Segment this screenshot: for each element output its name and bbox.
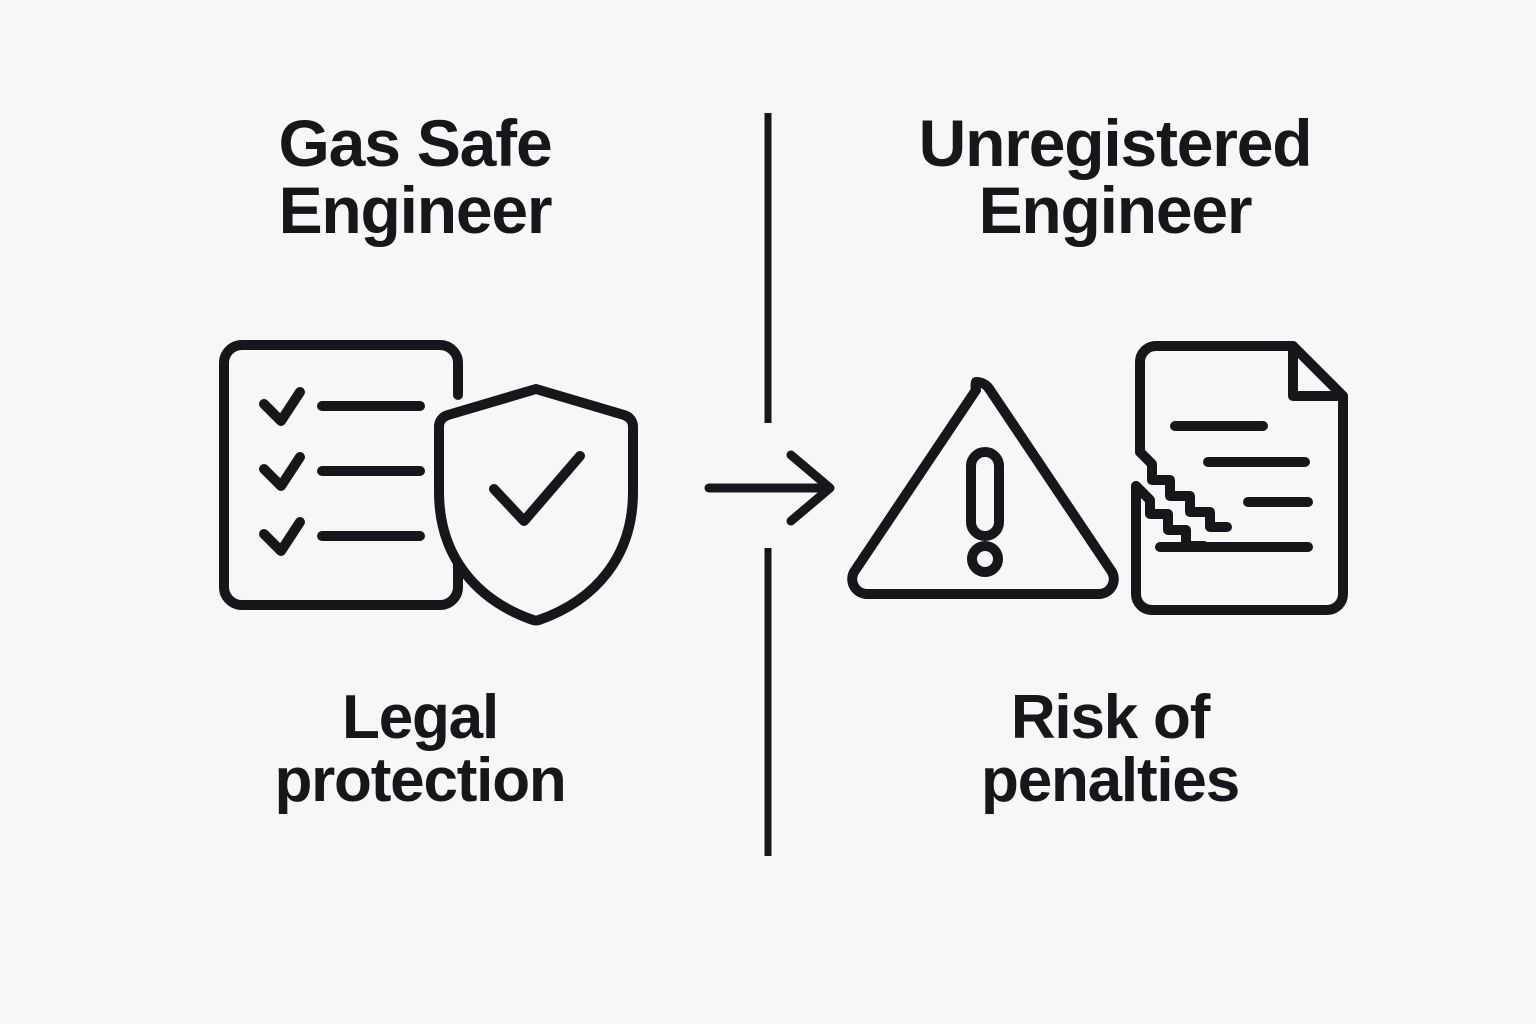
warning-triangle-icon [847, 377, 1119, 599]
checklist-icon [219, 340, 463, 610]
warning-triangle-outline [847, 377, 1119, 599]
left-panel-caption: Legal protection [274, 683, 566, 816]
document-fold-corner [1288, 341, 1348, 401]
right-panel-title: Unregistered Engineer [918, 106, 1313, 248]
right-panel-caption: Risk of penalties [981, 683, 1240, 816]
checklist-check-3 [259, 517, 305, 556]
arrow-head [786, 450, 835, 526]
shield-checkmark [489, 451, 585, 526]
torn-document-icon [1131, 341, 1348, 615]
warning-exclamation-dot [967, 541, 1003, 577]
checklist-check-1 [259, 387, 305, 426]
document-page-outline [1131, 341, 1348, 615]
shield-check-icon [434, 384, 638, 626]
warning-exclamation-bar [966, 447, 1004, 541]
left-panel-title: Gas Safe Engineer [278, 106, 553, 248]
checklist-check-2 [259, 452, 305, 491]
checklist-outline-main [219, 340, 463, 610]
document-tear-upper [1135, 447, 1232, 532]
arrow-right-icon [704, 450, 835, 526]
